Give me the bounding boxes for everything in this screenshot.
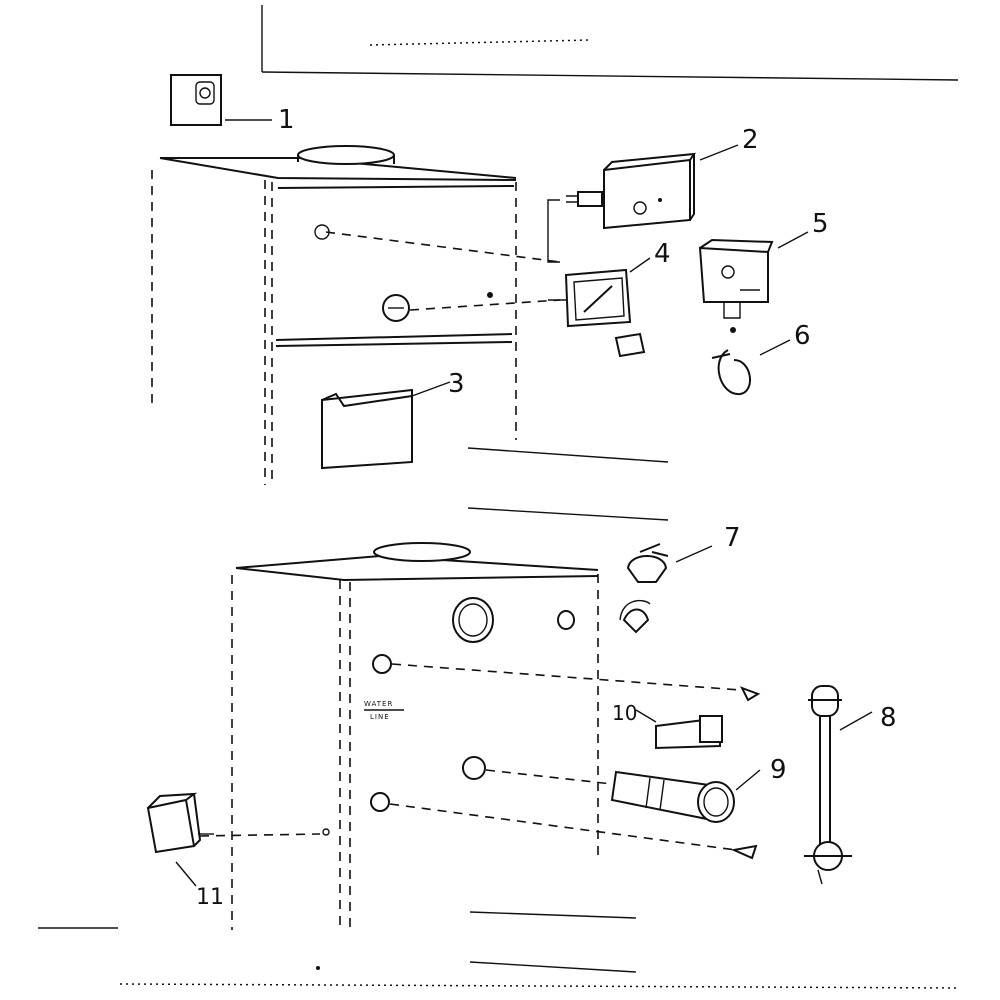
transformer [146, 792, 214, 887]
pressure-temperature-gauge [325, 231, 651, 358]
carton [321, 381, 451, 470]
pigtail-siphon [711, 327, 791, 396]
callout-10: 10 [612, 701, 637, 725]
control-box [547, 144, 739, 263]
callout-4: 4 [654, 239, 671, 269]
callout-9: 9 [770, 755, 787, 785]
safety-relief-valve [619, 543, 713, 634]
water-line-word-1: WATER [364, 700, 393, 708]
mid-scan-lines [467, 447, 669, 521]
pressure-control [698, 231, 809, 319]
water-line-word-2: LINE [370, 713, 390, 721]
water-line-marker: WATER LINE [364, 700, 404, 721]
callout-11: 11 [196, 885, 224, 910]
callout-1: 1 [278, 105, 295, 135]
outlet-receptacle [170, 74, 272, 126]
top-border-lines [261, 5, 959, 81]
callout-7: 7 [724, 523, 741, 553]
upper-boiler-cabinet [151, 145, 517, 485]
lower-boiler-cabinet [199, 542, 741, 930]
callout-8: 8 [880, 703, 897, 733]
callout-6: 6 [794, 321, 811, 351]
water-column-gauge-glass [730, 685, 873, 885]
burner-tube [610, 769, 761, 823]
callout-3: 3 [448, 369, 465, 399]
callout-2: 2 [742, 125, 759, 155]
callout-5: 5 [812, 209, 829, 239]
bottom-scan-lines [38, 911, 961, 989]
cover-plate [635, 709, 723, 750]
